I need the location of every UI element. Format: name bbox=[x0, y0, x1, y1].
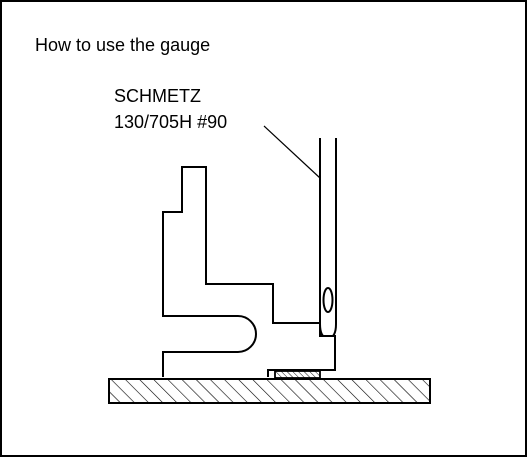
needle-brand-label: SCHMETZ bbox=[114, 86, 201, 106]
needle-leader-line bbox=[263, 125, 321, 179]
gauge-shim bbox=[274, 370, 321, 379]
needle-model-label: 130/705H #90 bbox=[114, 112, 228, 132]
figure-title: How to use the gauge bbox=[35, 35, 211, 55]
needle-gauge-shape bbox=[162, 166, 336, 377]
needle-plate-bar bbox=[108, 378, 431, 404]
needle-icon bbox=[319, 138, 337, 340]
